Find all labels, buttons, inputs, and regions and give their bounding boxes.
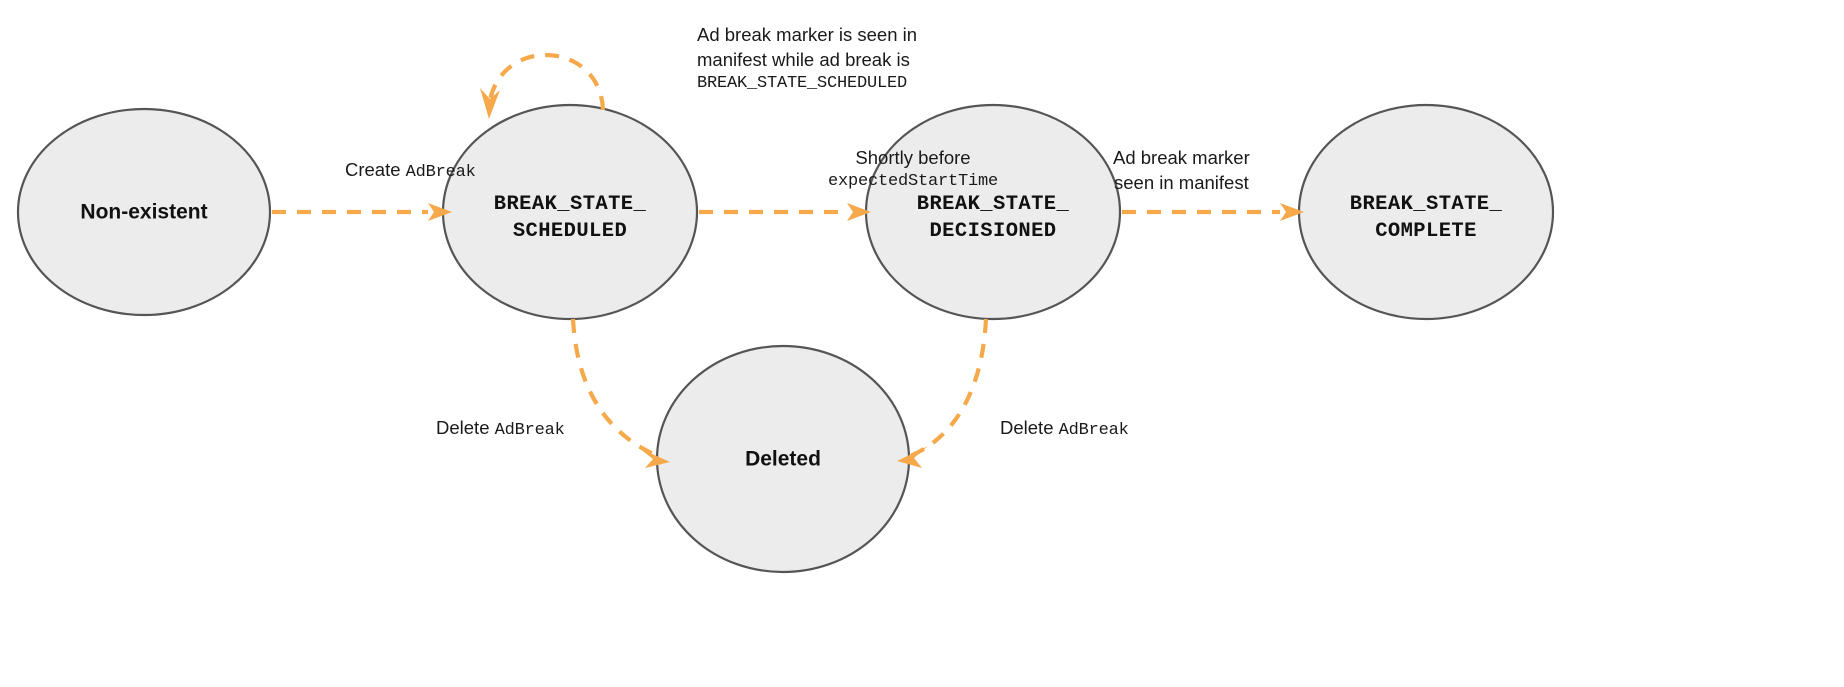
edge-label-create-adbreak-plain: Create (345, 159, 406, 180)
edge-label-ad-break-marker-line1: Ad break marker (1113, 147, 1250, 168)
edge-decisioned-to-deleted-line (907, 318, 989, 459)
edge-label-delete-adbreak-left-plain: Delete (436, 417, 495, 438)
edge-label-delete-adbreak-right-plain: Delete (1000, 417, 1059, 438)
node-label-non-existent: Non-existent (80, 201, 207, 224)
edge-create-adbreak-arrowhead (428, 203, 452, 221)
edge-scheduled-to-decisioned-arrowhead (847, 203, 871, 221)
node-label-deleted: Deleted (745, 448, 821, 471)
edge-label-decisioned-to-deleted: Delete AdBreak (1000, 416, 1129, 443)
node-label-complete-line1: BREAK_STATE_ (1350, 193, 1503, 216)
edge-label-scheduled-to-deleted: Delete AdBreak (436, 416, 565, 443)
edge-scheduled-self-loop-line (486, 52, 606, 111)
node-label-decisioned-line2: DECISIONED (929, 220, 1056, 243)
edge-label-delete-adbreak-right-mono: AdBreak (1058, 421, 1129, 440)
edge-scheduled-to-deleted-line (570, 318, 661, 459)
edge-label-expected-start-time: expectedStartTime (828, 171, 999, 191)
edge-label-self-loop-line1: Ad break marker is seen in (697, 24, 918, 45)
edge-scheduled-self-loop-arrowhead (480, 88, 500, 119)
edge-decisioned-to-deleted-arrowhead (897, 446, 928, 468)
edge-scheduled-to-deleted-arrowhead (639, 448, 670, 468)
edge-label-create-adbreak-mono: AdBreak (405, 163, 476, 182)
edge-label-ad-break-marker-line2: seen in manifest (1114, 171, 1249, 193)
node-label-scheduled-line1: BREAK_STATE_ (494, 193, 647, 216)
node-label-complete-line2: COMPLETE (1375, 220, 1477, 243)
edge-label-create-adbreak: Create AdBreak (345, 158, 476, 185)
edge-label-scheduled-self-loop: Ad break marker is seen in manifest whil… (697, 23, 917, 96)
edge-label-self-loop-line2: manifest while ad break is (697, 48, 910, 70)
edge-label-shortly-before: Shortly before (855, 147, 971, 168)
edge-decisioned-to-complete-arrowhead (1280, 203, 1304, 221)
node-label-scheduled-line2: SCHEDULED (513, 220, 627, 243)
edge-label-delete-adbreak-left-mono: AdBreak (494, 421, 565, 440)
edge-label-decisioned-to-complete: Ad break marker seen in manifest (1113, 146, 1250, 196)
edge-label-self-loop-line3: BREAK_STATE_SCHEDULED (697, 73, 908, 93)
edge-label-scheduled-to-decisioned: Shortly before expectedStartTime (828, 146, 998, 194)
node-non-existent[interactable] (16, 107, 272, 317)
node-label-decisioned-line1: BREAK_STATE_ (917, 193, 1070, 216)
